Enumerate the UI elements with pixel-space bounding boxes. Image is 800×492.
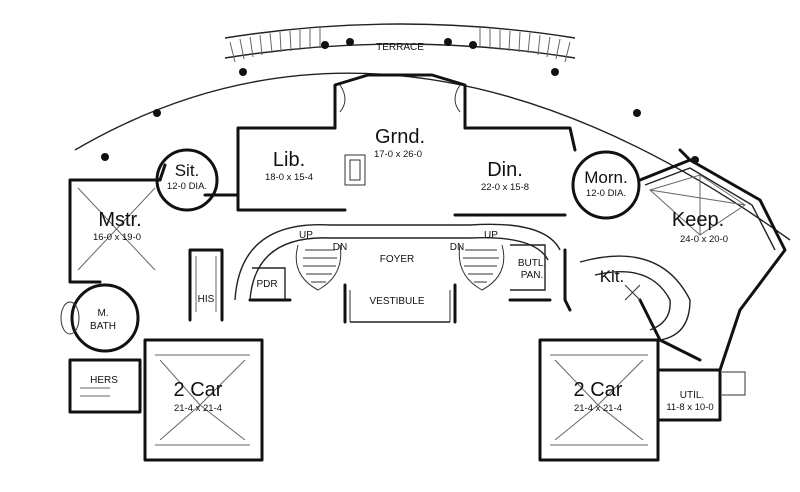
stair-right-up: UP xyxy=(484,230,498,241)
master-bath: M. BATH xyxy=(60,283,140,353)
garage-left-name: 2 Car xyxy=(174,379,223,401)
master-name: Mstr. xyxy=(98,209,141,231)
keeping-name: Keep. xyxy=(672,209,724,231)
keeping-dim: 24-0 x 20-0 xyxy=(680,234,728,245)
master-dim: 16-0 x 19-0 xyxy=(93,232,141,243)
bath-line2: BATH xyxy=(90,321,116,332)
utility-dim: 11-8 x 10-0 xyxy=(666,402,713,413)
library-name: Lib. xyxy=(273,149,305,171)
garage-left: 2 Car 21-4 x 21-4 xyxy=(143,338,264,462)
utility-name: UTIL. xyxy=(680,390,704,401)
foyer-label: FOYER xyxy=(380,254,414,265)
great-room-name: Grnd. xyxy=(375,126,425,148)
utility-room: UTIL. 11-8 x 10-0 xyxy=(656,368,746,422)
dining-dim: 22-0 x 15-8 xyxy=(481,182,529,193)
master-bedroom: Mstr. 16-0 x 19-0 xyxy=(77,187,156,271)
vestibule-label: VESTIBULE xyxy=(369,296,424,307)
terrace-label: TERRACE xyxy=(376,42,424,53)
morning-name: Morn. xyxy=(584,168,627,187)
sitting-room: Sit. 12-0 DIA. xyxy=(155,148,219,212)
terrace-area: TERRACE xyxy=(74,23,791,241)
bath-line1: M. xyxy=(97,308,108,319)
garage-right: 2 Car 21-4 x 21-4 xyxy=(538,338,660,462)
dining-name: Din. xyxy=(487,159,523,181)
morning-dim: 12-0 DIA. xyxy=(586,188,626,199)
garage-left-dim: 21-4 x 21-4 xyxy=(174,403,222,414)
sitting-dim: 12-0 DIA. xyxy=(167,181,207,192)
hers-closet: HERS xyxy=(68,358,142,414)
his-label: HIS xyxy=(198,294,215,305)
butler-line1: BUTL. xyxy=(518,258,546,269)
powder-label: PDR xyxy=(256,279,277,290)
powder-room: PDR xyxy=(252,267,286,300)
butler-pantry: BUTL. PAN. xyxy=(510,244,546,291)
library-room: Lib. 18-0 x 15-4 xyxy=(265,149,313,183)
library-dim: 18-0 x 15-4 xyxy=(265,172,313,183)
exterior-walls xyxy=(68,73,787,372)
stair-left-up: UP xyxy=(299,230,313,241)
butler-line2: PAN. xyxy=(521,270,544,281)
dining-room: Din. 22-0 x 15-8 xyxy=(481,159,529,193)
kitchen-name: Kit. xyxy=(600,267,625,286)
stair-left-dn: DN xyxy=(333,242,347,253)
hers-label: HERS xyxy=(90,375,118,386)
garage-right-dim: 21-4 x 21-4 xyxy=(574,403,622,414)
kitchen-room: Kit. xyxy=(579,255,691,341)
morning-room: Morn. 12-0 DIA. xyxy=(571,150,641,220)
stair-right-dn: DN xyxy=(450,242,464,253)
great-room-dim: 17-0 x 26-0 xyxy=(374,149,422,160)
his-closet: HIS xyxy=(188,248,224,322)
keeping-room: Keep. 24-0 x 20-0 xyxy=(649,174,746,245)
sitting-name: Sit. xyxy=(175,161,200,180)
foyer-area: FOYER VESTIBULE UP DN DN UP xyxy=(234,223,561,307)
great-room: Grnd. 17-0 x 26-0 xyxy=(344,126,425,186)
garage-right-name: 2 Car xyxy=(574,379,623,401)
